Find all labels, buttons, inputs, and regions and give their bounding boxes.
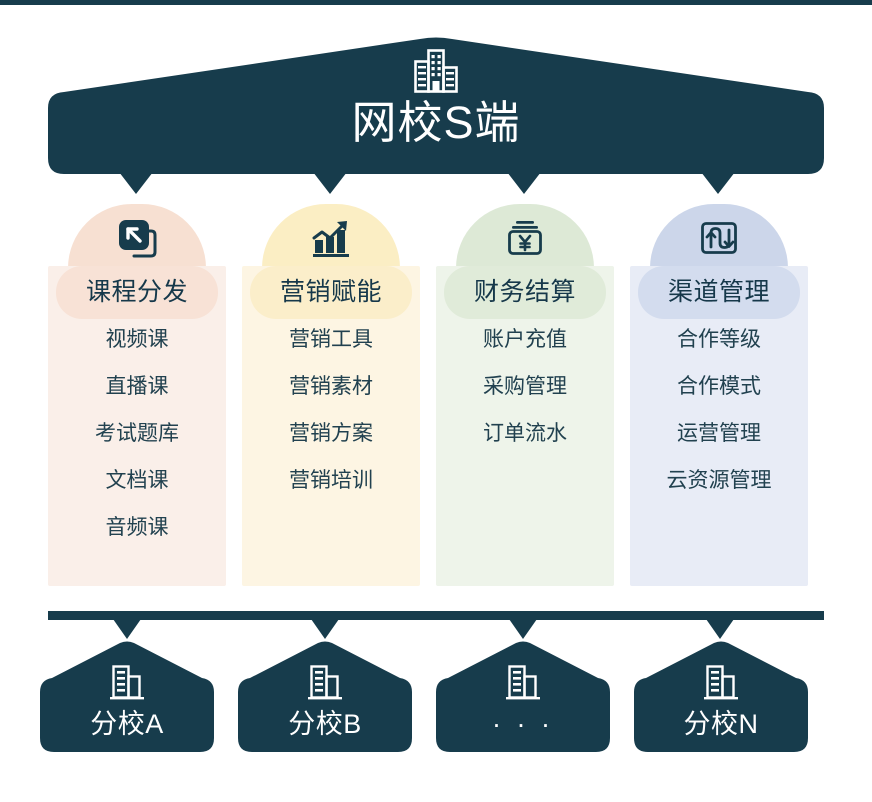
branch-node-n[interactable]: 分校N	[634, 640, 808, 752]
branch-building-icon	[704, 665, 738, 700]
column-title: 营销赋能	[279, 278, 382, 306]
node-content: 分校A	[40, 662, 214, 752]
list-item[interactable]: 账户充值	[483, 328, 567, 351]
capability-columns: 课程分发 视频课 直播课 考试题库 文档课 音频课	[48, 204, 824, 586]
channel-flow-arrows-icon	[701, 222, 737, 254]
list-item[interactable]: 视频课	[105, 328, 169, 351]
list-item[interactable]: 考试题库	[95, 422, 179, 445]
column-header[interactable]: 课程分发	[56, 266, 218, 319]
branch-building-icon	[506, 665, 540, 700]
column-icon-holder	[242, 210, 420, 266]
list-item[interactable]: 合作等级	[677, 328, 761, 351]
column-header[interactable]: 渠道管理	[638, 266, 800, 319]
branch-node-b[interactable]: 分校B	[238, 640, 412, 752]
top-accent-bar	[0, 0, 872, 5]
column-channel-management[interactable]: 渠道管理 合作等级 合作模式 运营管理 云资源管理	[630, 204, 808, 586]
branch-building-icon	[308, 665, 342, 700]
column-marketing-enablement[interactable]: 营销赋能 营销工具 营销素材 营销方案 营销培训	[242, 204, 420, 586]
list-item[interactable]: 营销培训	[289, 469, 373, 492]
bus-arrow-node-4	[706, 619, 734, 639]
column-title: 财务结算	[473, 278, 576, 306]
distribution-bus-bar	[48, 611, 824, 620]
banner-pentagon-shape	[48, 37, 824, 174]
connector-arrow-col-2	[313, 172, 347, 194]
money-box-yen-icon	[508, 221, 542, 255]
column-item-list: 视频课 直播课 考试题库 文档课 音频课	[48, 329, 226, 564]
column-title: 渠道管理	[667, 278, 770, 306]
connector-arrow-col-4	[701, 172, 735, 194]
node-content: 分校N	[634, 662, 808, 752]
list-item[interactable]: 云资源管理	[666, 469, 772, 492]
column-title: 课程分发	[85, 278, 188, 306]
column-body	[48, 266, 226, 586]
node-label: · · ·	[492, 709, 554, 739]
banner-content: 网校S端	[48, 49, 824, 174]
column-body	[436, 266, 614, 586]
node-content: · · ·	[436, 662, 610, 752]
platform-title: 网校S端	[351, 97, 521, 148]
list-item[interactable]: 音频课	[105, 516, 169, 539]
list-item[interactable]: 运营管理	[677, 422, 761, 445]
bus-arrow-node-1	[113, 619, 141, 639]
node-content: 分校B	[238, 662, 412, 752]
list-item[interactable]: 营销方案	[289, 422, 373, 445]
share-square-arrow-icon	[119, 220, 157, 258]
column-header[interactable]: 营销赋能	[250, 266, 412, 319]
list-item[interactable]: 采购管理	[483, 375, 567, 398]
branch-node-more[interactable]: · · ·	[436, 640, 610, 752]
column-icon-holder	[436, 210, 614, 266]
list-item[interactable]: 文档课	[105, 469, 169, 492]
column-item-list: 合作等级 合作模式 运营管理 云资源管理	[630, 329, 808, 517]
column-course-distribution[interactable]: 课程分发 视频课 直播课 考试题库 文档课 音频课	[48, 204, 226, 586]
list-item[interactable]: 营销工具	[289, 328, 373, 351]
platform-banner[interactable]: 网校S端	[48, 36, 824, 174]
column-finance-settlement[interactable]: 财务结算	[436, 204, 614, 586]
node-label: 分校B	[288, 709, 362, 739]
column-icon-holder	[48, 210, 226, 266]
column-body	[630, 266, 808, 586]
bus-arrow-node-2	[311, 619, 339, 639]
column-body	[242, 266, 420, 586]
node-label: 分校A	[90, 709, 164, 739]
growth-bar-chart-icon	[312, 221, 349, 257]
column-item-list: 账户充值 采购管理 订单流水	[436, 329, 614, 470]
branch-node-a[interactable]: 分校A	[40, 640, 214, 752]
column-item-list: 营销工具 营销素材 营销方案 营销培训	[242, 329, 420, 517]
branch-nodes: 分校A	[40, 640, 832, 760]
connector-arrow-col-1	[119, 172, 153, 194]
node-label: 分校N	[683, 709, 759, 739]
bus-arrow-node-3	[509, 619, 537, 639]
list-item[interactable]: 订单流水	[483, 422, 567, 445]
list-item[interactable]: 合作模式	[677, 375, 761, 398]
office-building-icon	[414, 49, 458, 93]
column-header[interactable]: 财务结算	[444, 266, 606, 319]
column-icon-holder	[630, 210, 808, 266]
list-item[interactable]: 营销素材	[289, 375, 373, 398]
branch-building-icon	[110, 665, 144, 700]
connector-arrow-col-3	[507, 172, 541, 194]
list-item[interactable]: 直播课	[105, 375, 169, 398]
